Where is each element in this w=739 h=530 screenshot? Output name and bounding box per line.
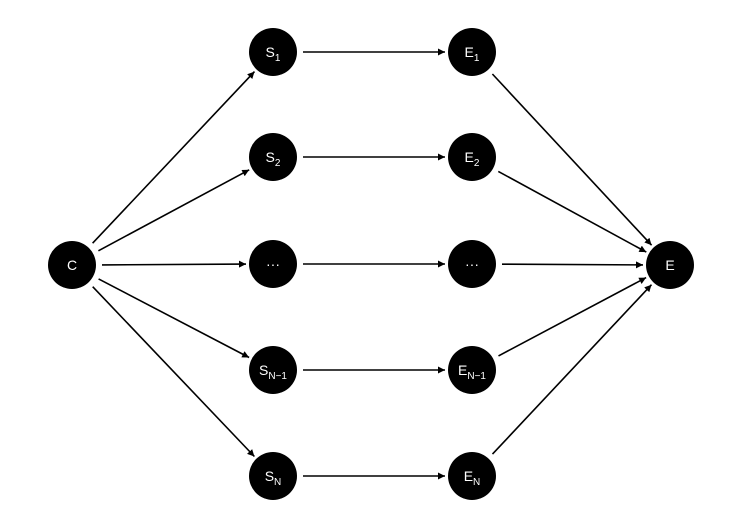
edge-arrow-EN1-to-E — [498, 276, 647, 357]
node-label: S2 — [266, 149, 281, 169]
node-label-main: E — [464, 468, 473, 484]
node-S1: S1 — [249, 28, 297, 76]
node-label: E1 — [465, 44, 480, 64]
node-S2: S2 — [249, 133, 297, 181]
edge-arrow-C-to-SN — [92, 286, 255, 458]
node-C: C — [48, 241, 96, 289]
node-label-main: S — [266, 149, 275, 165]
node-label-main: E — [458, 362, 467, 378]
node-circle — [646, 241, 694, 289]
node-label: S1 — [266, 44, 281, 64]
node-label-main: E — [465, 149, 474, 165]
node-circle — [448, 240, 496, 288]
node-label-subscript: 1 — [275, 53, 281, 64]
node-EN1: EN−1 — [448, 346, 496, 394]
node-circle — [249, 28, 297, 76]
node-label-subscript: 1 — [474, 53, 480, 64]
node-circle — [448, 28, 496, 76]
node-label: EN−1 — [458, 362, 486, 382]
node-circle — [448, 452, 496, 500]
node-label-subscript: N−1 — [268, 371, 287, 382]
node-E2: E2 — [448, 133, 496, 181]
node-circle — [249, 133, 297, 181]
node-label: E2 — [465, 149, 480, 169]
node-label: ··· — [266, 256, 280, 272]
edges-layer — [92, 48, 653, 480]
node-label-main: S — [259, 362, 268, 378]
node-Sdots: ··· — [249, 240, 297, 288]
node-label-main: S — [266, 44, 275, 60]
node-label-subscript: N — [274, 477, 281, 488]
node-EN: EN — [448, 452, 496, 500]
node-label-main: E — [465, 44, 474, 60]
node-E1: E1 — [448, 28, 496, 76]
edge-arrow-E1-to-E — [491, 73, 653, 246]
edge-arrow-E2-to-E — [497, 170, 647, 253]
node-label-main: S — [265, 468, 274, 484]
edge-arrow-C-to-S1 — [92, 71, 256, 244]
edge-arrow-EN-to-E — [491, 284, 653, 455]
node-circle — [48, 241, 96, 289]
node-label: C — [67, 257, 77, 273]
node-circle — [448, 346, 496, 394]
node-Edots: ··· — [448, 240, 496, 288]
node-label: SN−1 — [259, 362, 287, 382]
node-label-subscript: N — [473, 477, 480, 488]
node-label-main: ··· — [266, 256, 280, 272]
node-circle — [448, 133, 496, 181]
node-label-subscript: 2 — [275, 158, 281, 169]
node-label-subscript: 2 — [474, 158, 480, 169]
node-SN: SN — [249, 452, 297, 500]
edge-arrow-C-to-SN1 — [98, 278, 250, 359]
edge-arrow-C-to-S2 — [98, 169, 250, 252]
node-label: E — [665, 257, 674, 273]
node-label-main: ··· — [465, 256, 479, 272]
node-E: E — [646, 241, 694, 289]
node-SN1: SN−1 — [249, 346, 297, 394]
node-circle — [249, 346, 297, 394]
node-label-main: E — [665, 257, 674, 273]
node-circle — [249, 452, 297, 500]
node-label: ··· — [465, 256, 479, 272]
node-label-main: C — [67, 257, 77, 273]
node-label-subscript: N−1 — [467, 371, 486, 382]
node-label: EN — [464, 468, 481, 488]
edge-arrow-Edots-to-E — [501, 261, 644, 269]
node-circle — [249, 240, 297, 288]
edge-arrow-C-to-Sdots — [101, 260, 247, 268]
node-label: SN — [265, 468, 282, 488]
